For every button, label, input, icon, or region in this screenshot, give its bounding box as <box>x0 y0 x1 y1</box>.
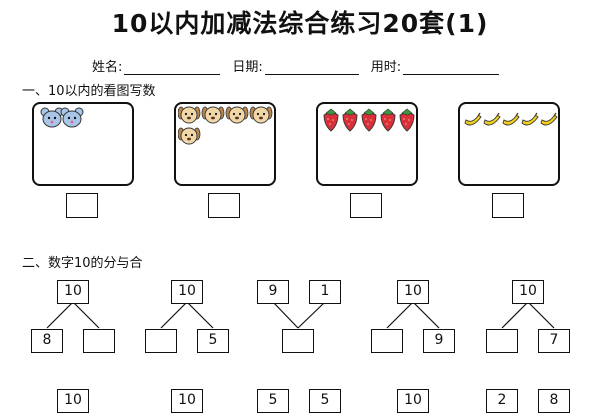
number-box-right[interactable]: 9 <box>423 329 455 353</box>
number-box-top[interactable]: 10 <box>397 389 429 413</box>
number-box-top[interactable]: 10 <box>57 389 89 413</box>
number-box-left[interactable] <box>371 329 403 353</box>
time-field[interactable]: 用时: <box>370 56 500 75</box>
banana-icon <box>462 104 558 138</box>
number-box-right[interactable]: 1 <box>309 280 341 304</box>
picture-card-strawberries <box>316 102 418 186</box>
time-blank[interactable] <box>403 60 500 75</box>
number-box-left[interactable] <box>486 329 518 353</box>
answer-box-1[interactable] <box>66 193 98 218</box>
answer-box-4[interactable] <box>492 193 524 218</box>
number-box-left[interactable]: 5 <box>257 389 289 413</box>
name-blank[interactable] <box>124 60 221 75</box>
time-label: 用时: <box>370 60 402 75</box>
picture-card-bananas <box>458 102 560 186</box>
number-box-left[interactable]: 8 <box>31 329 63 353</box>
mouse-icon <box>36 104 132 138</box>
page-title: 10以内加减法综合练习20套(1) <box>111 9 489 38</box>
number-box-top[interactable]: 10 <box>512 280 544 304</box>
number-box-left[interactable]: 2 <box>486 389 518 413</box>
number-box-top[interactable]: 10 <box>171 280 203 304</box>
number-box-left[interactable]: 9 <box>257 280 289 304</box>
section-heading-decompose: 二、数字10的分与合 <box>22 256 143 271</box>
date-field[interactable]: 日期: <box>232 56 359 75</box>
student-info: 姓名: 日期: 用时: <box>92 56 532 75</box>
name-label: 姓名: <box>92 60 123 75</box>
dog-icon <box>176 102 278 142</box>
number-box-right[interactable]: 7 <box>538 329 570 353</box>
name-field[interactable]: 姓名: <box>92 56 221 75</box>
date-blank[interactable] <box>264 60 359 75</box>
picture-card-dogs <box>174 102 276 186</box>
number-box-top[interactable]: 10 <box>57 280 89 304</box>
number-box-right[interactable]: 5 <box>309 389 341 413</box>
strawberry-icon <box>320 104 416 138</box>
number-box-left[interactable] <box>145 329 177 353</box>
number-box-right[interactable]: 5 <box>197 329 229 353</box>
section-heading-count: 一、10以内的看图写数 <box>22 84 156 99</box>
date-label: 日期: <box>232 60 263 75</box>
number-box-right[interactable] <box>83 329 115 353</box>
number-box-top[interactable]: 10 <box>171 389 203 413</box>
number-box-right[interactable]: 8 <box>538 389 570 413</box>
answer-box-2[interactable] <box>208 193 240 218</box>
answer-box-3[interactable] <box>350 193 382 218</box>
picture-card-mice <box>32 102 134 186</box>
number-box-bottom[interactable] <box>282 329 314 353</box>
number-box-top[interactable]: 10 <box>397 280 429 304</box>
